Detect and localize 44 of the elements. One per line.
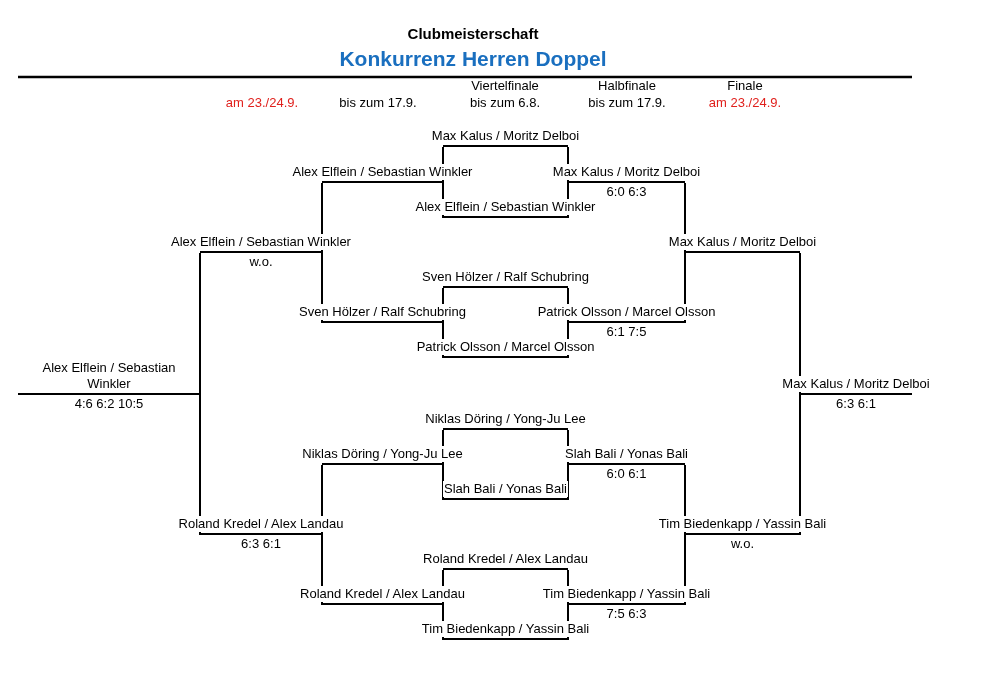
match-score: w.o.: [248, 254, 274, 269]
bracket-connector: [567, 464, 569, 501]
team-name: Slah Bali / Yonas Bali: [564, 446, 689, 462]
match-score: w.o.: [729, 536, 756, 551]
team-name: Sven Hölzer / Ralf Schubring: [421, 269, 590, 285]
round-header: Halbfinale: [597, 78, 657, 93]
round-header: bis zum 17.9.: [587, 95, 667, 110]
match-score: 6:0 6:3: [605, 184, 648, 199]
round-header: bis zum 17.9.: [338, 95, 418, 110]
team-name: Tim Biedenkapp / Yassin Bali: [657, 516, 828, 532]
bracket-connector: [799, 252, 801, 396]
team-name: Patrick Olsson / Marcel Olsson: [415, 339, 596, 355]
match-score: 6:0 6:1: [605, 466, 648, 481]
bracket-connector: [199, 252, 201, 396]
round-header: bis zum 6.8.: [468, 95, 542, 110]
bracket-connector: [799, 394, 801, 536]
match-score: 4:6 6:2 10:5: [73, 396, 145, 411]
team-name: Alex Elflein / Sebastian Winkler: [291, 164, 474, 180]
team-name: Slah Bali / Yonas Bali: [443, 481, 568, 497]
title: Clubmeisterschaft: [406, 25, 540, 42]
team-name: Tim Biedenkapp / Yassin Bali: [420, 621, 591, 637]
team-name: Niklas Döring / Yong-Ju Lee: [424, 411, 587, 427]
round-header: Finale: [726, 78, 764, 93]
team-name: Patrick Olsson / Marcel Olsson: [536, 304, 717, 320]
team-name: Max Kalus / Moritz Delboi: [667, 234, 818, 250]
round-header: am 23./24.9.: [224, 95, 300, 110]
team-name: Alex Elflein / Sebastian Winkler: [170, 234, 352, 250]
team-name: Sven Hölzer / Ralf Schubring: [298, 304, 467, 320]
round-header: am 23./24.9.: [707, 95, 783, 110]
bracket-connector: [442, 464, 444, 501]
round-header: Viertelfinale: [470, 78, 540, 93]
team-name: Niklas Döring / Yong-Ju Lee: [301, 446, 464, 462]
team-name: Roland Kredel / Alex Landau: [299, 586, 466, 602]
match-score: 6:3 6:1: [835, 396, 877, 411]
subtitle: Konkurrenz Herren Doppel: [338, 47, 608, 71]
match-score: 6:3 6:1: [240, 536, 282, 551]
team-name: Max Kalus / Moritz Delboi: [551, 164, 702, 180]
bracket-connector: [199, 394, 201, 536]
team-name: Max Kalus / Moritz Delboi: [781, 376, 931, 392]
match-score: 6:1 7:5: [605, 324, 648, 339]
team-name: Tim Biedenkapp / Yassin Bali: [541, 586, 712, 602]
match-score: 7:5 6:3: [605, 606, 648, 621]
team-name: Roland Kredel / Alex Landau: [177, 516, 345, 532]
team-name: Alex Elflein / Sebastian Winkler: [414, 199, 597, 215]
